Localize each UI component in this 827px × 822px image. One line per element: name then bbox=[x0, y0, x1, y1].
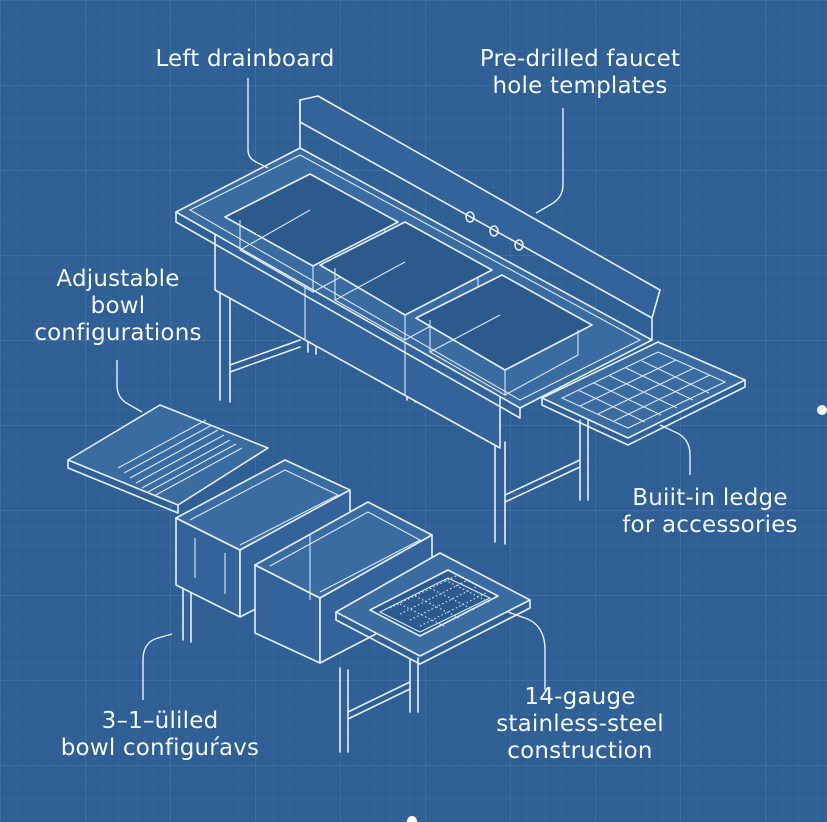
label-faucet-holes: Pre-drilled faucet hole templates bbox=[470, 46, 690, 100]
callout-left-drainboard bbox=[247, 78, 269, 169]
label-adjustable-bowl-line-3: configurations bbox=[34, 320, 202, 346]
label-faucet-holes-line-2: hole templates bbox=[492, 73, 668, 99]
faucet-holes bbox=[465, 211, 524, 251]
label-bowl-config-line-1: 3–1–üliled bbox=[101, 708, 219, 734]
callout-lines bbox=[116, 78, 691, 700]
callout-adjustable-bowl bbox=[116, 360, 143, 413]
label-construction-line-2: stainless-steel bbox=[496, 711, 664, 737]
callout-construction bbox=[507, 611, 546, 690]
label-left-drainboard: Left drainboard bbox=[150, 46, 340, 73]
callout-bowl-config bbox=[142, 633, 173, 700]
label-construction-line-1: 14-gauge bbox=[524, 684, 636, 710]
lower-left-drainboard bbox=[67, 404, 269, 514]
lower-two-compartment-sink bbox=[67, 404, 531, 753]
label-adjustable-bowl: Adjustable bowl configurations bbox=[18, 266, 218, 347]
label-left-drainboard-line-1: Left drainboard bbox=[155, 46, 335, 72]
edge-dot-right bbox=[817, 405, 827, 415]
label-bowl-config: 3–1–üliled bowl configuŕavs bbox=[45, 708, 275, 762]
callout-ledge bbox=[659, 424, 691, 475]
lower-sink-legs bbox=[182, 589, 419, 753]
lower-accessory-ledge bbox=[335, 552, 531, 665]
label-adjustable-bowl-line-1: Adjustable bbox=[56, 266, 180, 292]
label-ledge: Buiit-in ledge for accessories bbox=[605, 485, 815, 539]
accessory-ledge bbox=[541, 341, 746, 446]
label-construction-line-3: construction bbox=[507, 738, 653, 764]
upper-sink-bowls bbox=[224, 173, 593, 396]
upper-three-compartment-sink bbox=[175, 95, 746, 545]
label-ledge-line-2: for accessories bbox=[622, 512, 798, 538]
label-bowl-config-line-2: bowl configuŕavs bbox=[60, 735, 260, 761]
label-adjustable-bowl-line-2: bowl bbox=[90, 293, 146, 319]
edge-dot-bottom bbox=[407, 816, 417, 822]
label-ledge-line-1: Buiit-in ledge bbox=[632, 485, 788, 511]
callout-faucet-holes bbox=[535, 108, 564, 214]
label-construction: 14-gauge stainless-steel construction bbox=[480, 684, 680, 765]
label-faucet-holes-line-1: Pre-drilled faucet bbox=[479, 46, 681, 72]
